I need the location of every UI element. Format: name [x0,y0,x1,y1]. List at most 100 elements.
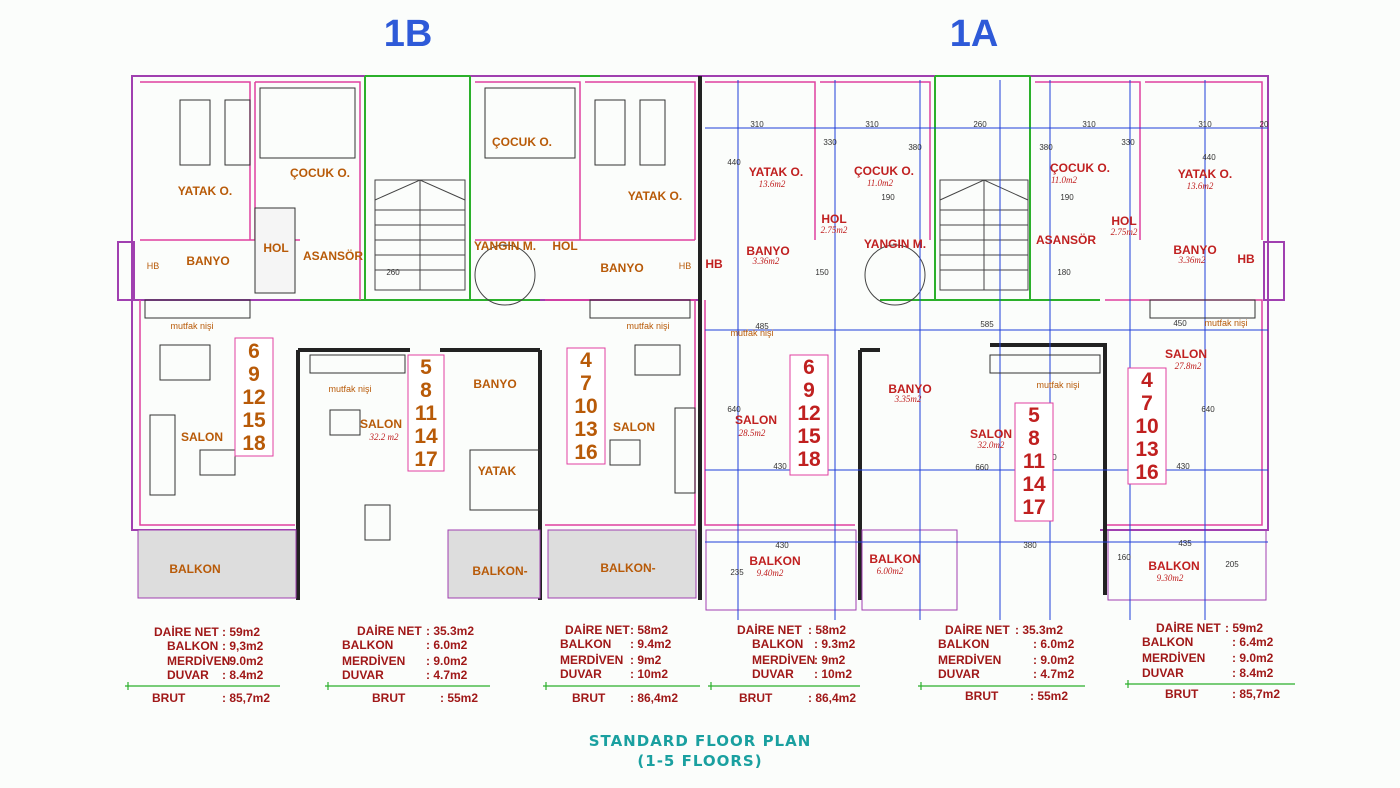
stats-block-3: DAİRE NET : 58m2 BALKON : 9.4m2 MERDİVEN… [543,622,700,705]
room-label-balkon: BALKON [749,554,800,568]
dimension-label: 310 [1082,120,1096,129]
floor-box [1014,402,1054,522]
stat-label-duvar: DUVAR [752,667,794,681]
room-label-yatak: YATAK O. [749,165,803,179]
floor-number: 17 [1022,496,1045,519]
stat-value-duvar: : 4.7m2 [1033,667,1075,681]
stat-label-balkon: BALKON [560,637,611,651]
floor-number: 16 [1135,461,1158,484]
floor-number: 14 [1022,473,1046,496]
room-label-balkon: BALKON- [472,564,527,578]
room-area: 11.0m2 [1051,175,1078,185]
stat-value-brut: : 85,7m2 [222,691,270,705]
stat-label-net: DAİRE NET [1156,620,1221,635]
floor-box [234,337,274,457]
dimension-label: 180 [1057,268,1071,277]
room-label-yangin: YANGIN M. [864,237,926,251]
room-label-balkon: BALKON [169,562,220,576]
stat-label-net: DAİRE NET [945,622,1010,637]
room-label-salon: SALON [613,420,655,434]
floor-number: 7 [580,372,592,395]
floor-number: 8 [420,379,432,402]
floor-number: 14 [414,425,438,448]
room-label-cocuk: ÇOCUK O. [1050,161,1110,175]
room-label-mutfak: mutfak nişi [730,328,773,338]
floor-number: 11 [1023,450,1046,473]
plan-subtitle: (1-5 FLOORS) [637,752,762,770]
stat-label-merdiven: MERDİVEN [342,653,405,668]
stats-block-6: DAİRE NET : 59m2 BALKON : 6.4m2 MERDİVEN… [1125,620,1295,701]
dimension-label: 450 [1173,319,1187,328]
room-area: 2.75m2 [1111,227,1138,237]
room-label-salon: SALON [181,430,223,444]
room-label-hol: HOL [821,212,846,226]
floor-number: 18 [797,448,821,471]
stat-label-brut: BRUT [152,691,186,705]
stat-label-balkon: BALKON [938,637,989,651]
room-label-hol: HOL [552,239,577,253]
dimension-label: 440 [727,158,741,167]
floor-number: 4 [1141,369,1153,392]
floor-number: 10 [574,395,597,418]
stat-label-brut: BRUT [372,691,406,705]
room-area: 32.0m2 [977,440,1005,450]
floor-box [1127,367,1167,485]
room-label-banyo: BANYO [600,261,643,275]
stat-label-merdiven: MERDİVEN [938,652,1001,667]
dimension-label: 310 [750,120,764,129]
room-label-salon: SALON [735,413,777,427]
stat-value-merdiven: : 9m2 [630,653,662,667]
stat-label-brut: BRUT [739,691,773,705]
stat-value-balkon: : 6.4m2 [1232,635,1274,649]
room-label-mutfak: mutfak nişi [1204,318,1247,328]
room-label-hb: HB [1237,252,1255,266]
stat-value-net: : 58m2 [808,623,846,637]
stat-value-net: : 59m2 [1225,621,1263,635]
stat-label-duvar: DUVAR [167,668,209,682]
stat-label-duvar: DUVAR [560,667,602,681]
room-label-cocuk: ÇOCUK O. [492,135,552,149]
floor-box [407,354,445,472]
stat-label-merdiven: MERDİVEN [560,652,623,667]
floor-number: 8 [1028,427,1040,450]
room-label-hb: HB [679,261,692,271]
dimension-label: 260 [386,268,400,277]
stat-label-duvar: DUVAR [1142,666,1184,680]
room-label-mutfak: mutfak nişi [328,384,371,394]
dimension-label: 430 [1176,462,1190,471]
room-label-mutfak: mutfak nişi [1036,380,1079,390]
stat-value-merdiven: : 9m2 [814,653,846,667]
dimension-label: 330 [1121,138,1135,147]
stat-value-brut: : 85,7m2 [1232,687,1280,701]
stats-block-2: DAİRE NET : 35.3m2 BALKON : 6.0m2 MERDİV… [325,623,490,705]
balconies [137,529,1267,611]
dimension-label: 190 [881,193,895,202]
room-label-mutfak: mutfak nişi [626,321,669,331]
stat-label-merdiven: MERDİVEN [1142,650,1205,665]
room-area: 6.00m2 [877,566,904,576]
dimension-label: 660 [975,463,989,472]
stats-block-5: DAİRE NET : 35.3m2 BALKON : 6.0m2 MERDİV… [918,622,1085,703]
stat-value-brut: : 86,4m2 [808,691,856,705]
stat-label-duvar: DUVAR [342,668,384,682]
stat-value-brut: : 55m2 [1030,689,1068,703]
stat-label-merdiven: MERDİVEN [167,653,230,668]
stat-value-net: : 35.3m2 [426,624,474,638]
dimension-label: 160 [1117,553,1131,562]
building-label-1b: 1B [384,13,433,55]
stat-value-net: : 58m2 [630,623,668,637]
stat-value-brut: : 86,4m2 [630,691,678,705]
floor-number: 4 [580,349,592,372]
room-area: 28.5m2 [739,428,766,438]
dimension-label: 310 [865,120,879,129]
dimension-label: 435 [1178,539,1192,548]
dimension-label: 310 [1198,120,1212,129]
floor-numbers: 6 9 12 15 18 5 8 11 14 17 4 7 10 13 16 6… [234,337,1167,522]
stat-label-net: DAİRE NET [357,623,422,638]
room-area: 27.8m2 [1175,361,1202,371]
stat-label-balkon: BALKON [342,638,393,652]
dimension-label: 380 [1039,143,1053,152]
dimension-label: 190 [1060,193,1074,202]
stat-label-balkon: BALKON [1142,635,1193,649]
